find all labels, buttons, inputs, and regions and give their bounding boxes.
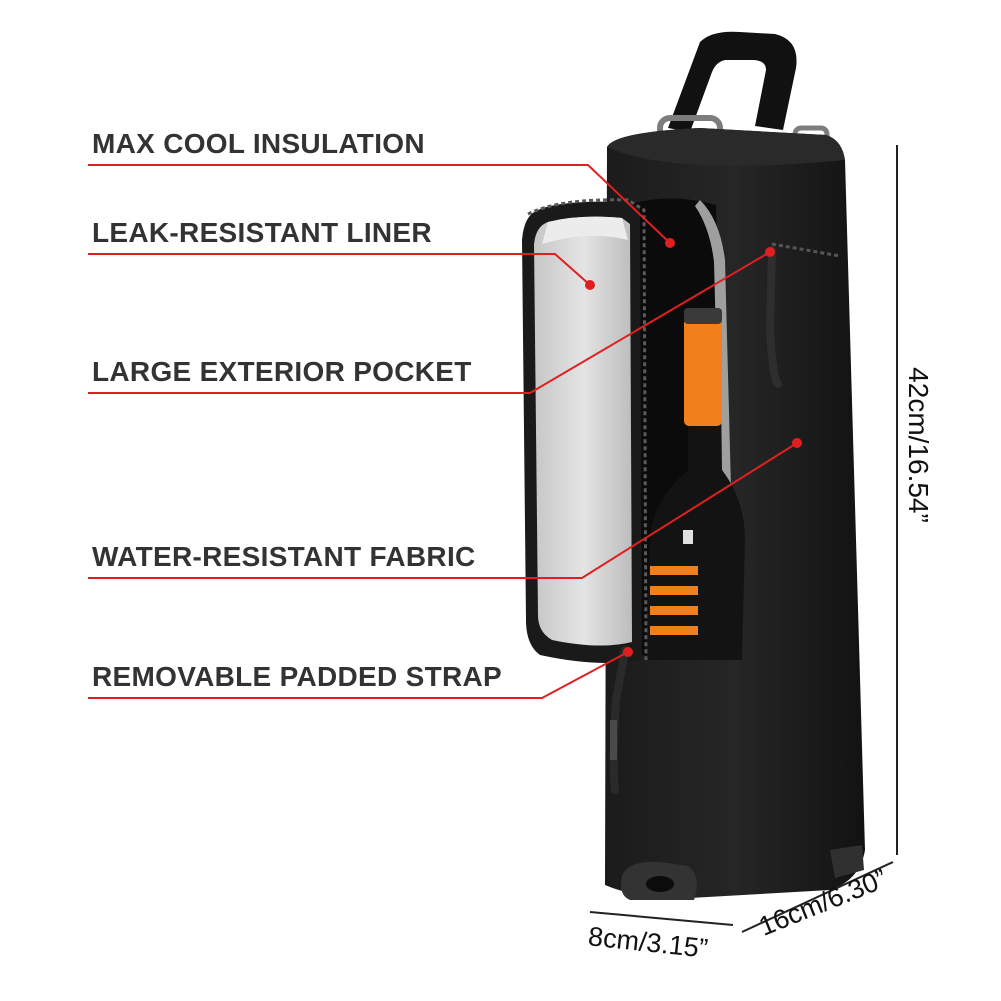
callout-lines [88,164,798,699]
callout-dots [585,238,802,657]
callout-line-pocket [88,251,771,394]
bottle-cap-top [684,308,722,324]
callout-line-fabric [88,442,798,579]
width-dimension-line [589,911,734,926]
bottle-cap [684,318,722,426]
dimension-lines [589,145,898,933]
feature-label-fabric: WATER-RESISTANT FABRIC [92,541,476,572]
depth-dimension-line [741,861,894,933]
feature-label-insulation: MAX COOL INSULATION [92,128,425,159]
bag-top [607,128,845,166]
bottom-foot-right [830,845,864,878]
exterior-pocket-zipper [771,242,841,258]
bottom-foot-hole [646,876,674,892]
callout-dot-liner [585,280,595,290]
feature-label-liner: LEAK-RESISTANT LINER [92,217,432,248]
callout-dot-insulation [665,238,675,248]
bottle-label-mark [683,530,693,544]
height-dimension-label: 42cm/16.54” [903,367,934,523]
callout-dot-pocket [765,247,775,257]
leak-resistant-liner [534,216,632,646]
callout-dot-fabric [792,438,802,448]
feature-label-strap: REMOVABLE PADDED STRAP [92,661,503,692]
pocket-zipper-pull [765,246,782,388]
lid-zipper [527,198,648,661]
callout-line-liner [88,253,591,286]
liner-top-fold [542,216,628,244]
carry-handle [668,31,797,132]
brand-tag [610,720,617,760]
callout-line-strap [88,651,629,699]
bottle-label-stripes [650,566,698,635]
callout-dot-strap [623,647,633,657]
callout-line-insulation [88,164,671,244]
feature-label-pocket: LARGE EXTERIOR POCKET [92,356,472,387]
